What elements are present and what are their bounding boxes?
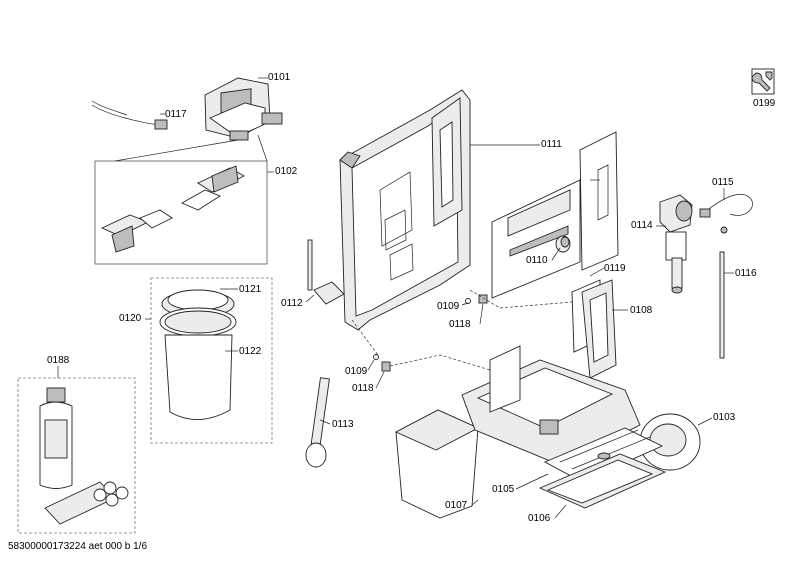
knob-0110 [555,235,571,253]
part-label-0113: 0113 [332,419,354,430]
part-label-0122: 0122 [239,346,262,357]
part-label-0114: 0114 [631,220,653,231]
leader-lines [57,77,734,519]
part-label-0106: 0106 [528,513,551,524]
part-label-0103: 0103 [713,412,736,423]
detail-box-0102 [94,160,268,265]
side-cover [579,131,619,271]
rod-0116 [719,251,725,359]
part-label-0110: 0110 [526,255,548,266]
part-label-0112: 0112 [281,298,303,309]
valve-0114 [659,194,693,294]
part-label-0101: 0101 [268,72,291,83]
spoon-0113 [305,377,330,468]
part-label-0118-lower: 0118 [352,383,374,394]
part-label-0118-upper: 0118 [449,319,471,330]
part-label-0120: 0120 [119,313,142,324]
bottle-0188 [39,387,73,489]
part-label-0109-lower: 0109 [345,366,368,377]
sensor-0112 [307,239,345,305]
part-label-0117: 0117 [165,109,187,120]
detail-box-0120 [150,277,273,444]
part-label-0111: 0111 [541,139,562,150]
part-label-0119: 0119 [604,263,626,274]
control-module-0101 [204,77,283,141]
small-parts-0109-0118 [351,289,573,372]
wrench-icon [751,68,775,95]
hose-0115 [699,193,753,234]
part-label-0121: 0121 [239,284,262,295]
container-0107 [394,409,480,519]
container-0122 [159,289,237,420]
part-label-0199: 0199 [753,98,776,109]
part-label-0116: 0116 [735,268,757,279]
part-label-0102: 0102 [275,166,298,177]
drip-tray-0103 [461,345,701,471]
part-label-0188: 0188 [47,355,70,366]
part-label-0108: 0108 [630,305,653,316]
part-label-0107: 0107 [445,500,468,511]
front-panel-0111 [491,179,581,299]
document-number-footer: 58300000173224 aet 000 b 1/6 [8,541,148,552]
cable-0117 [91,100,168,130]
panel-0108 [581,279,617,379]
part-label-0105: 0105 [492,484,515,495]
key-buttons-0102 [100,165,245,253]
test-strip-packet [44,481,129,525]
housing-frame-0111 [339,89,540,331]
detail-box-0188 [17,377,136,534]
part-label-0115: 0115 [712,177,734,188]
tray-cover-0106 [538,453,667,509]
part-label-0109-upper: 0109 [437,301,460,312]
